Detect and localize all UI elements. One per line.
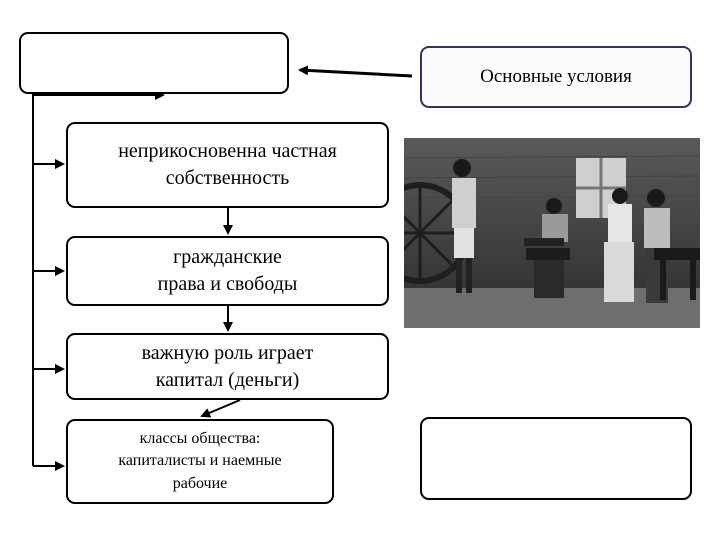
step-box-rights: гражданские права и свободы (66, 236, 389, 306)
step-text-rights: гражданские права и свободы (157, 246, 298, 295)
step-arrow-3 (200, 399, 241, 418)
step-box-property: неприкосновенна частная собственность (66, 122, 389, 208)
step-text-property: неприкосновенна частная собственность (118, 140, 337, 189)
step-text-capital: важную роль играет капитал (деньги) (141, 341, 314, 391)
blacksmith-workshop-photo (404, 138, 700, 328)
step-box-capital: важную роль играет капитал (деньги) (66, 333, 389, 400)
bottom-right-box (420, 417, 692, 500)
arrow-conditions-to-top (298, 65, 413, 78)
step-box-classes: классы общества: капиталисты и наемные р… (66, 419, 334, 504)
conditions-box-text: Основные условия (480, 66, 632, 87)
workshop-photo-drawing (404, 138, 700, 328)
step-text-classes: классы общества: капиталисты и наемные р… (118, 429, 282, 492)
top-left-box (19, 32, 289, 94)
conditions-box: Основные условия (420, 46, 692, 108)
